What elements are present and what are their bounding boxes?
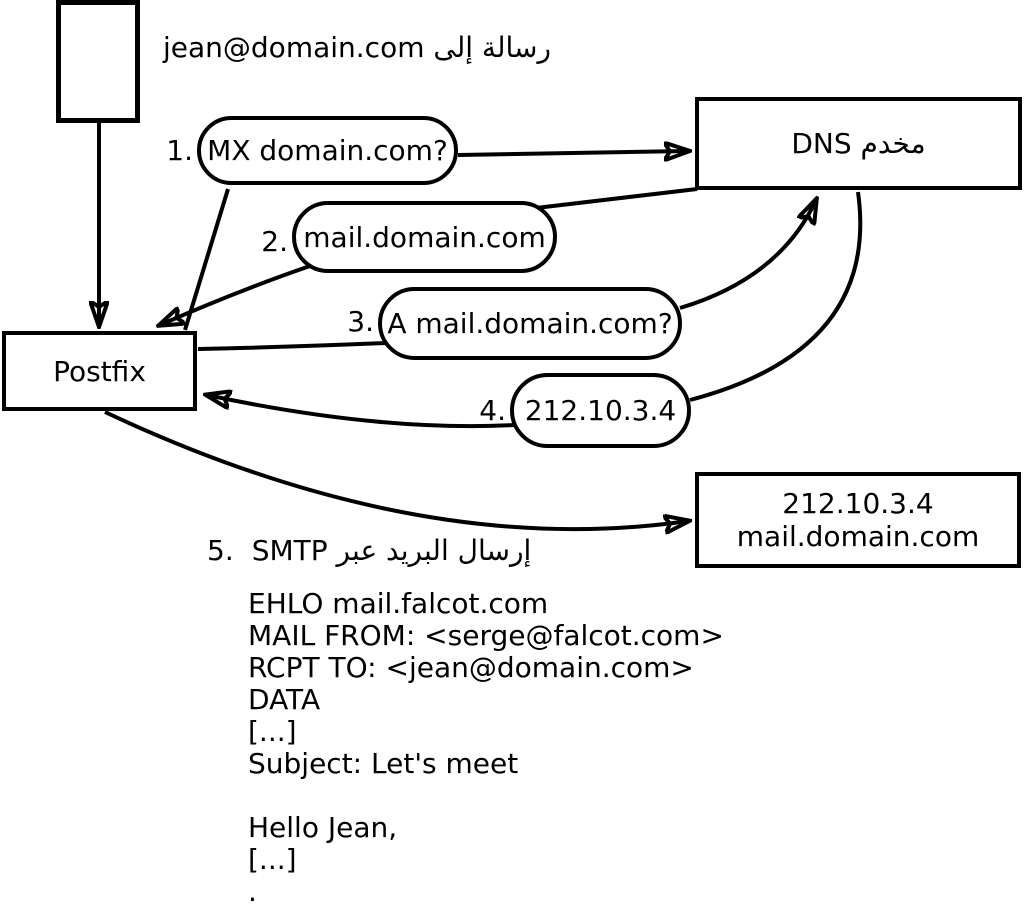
arrow-mx-query-to-dns [457, 151, 688, 155]
mail-server-hostname: mail.domain.com [736, 520, 980, 553]
mail-server-ip: 212.10.3.4 [782, 487, 934, 520]
smtp-line-rcpt-to: RCPT TO: <jean@domain.com> [248, 651, 694, 684]
step-3-a-query-pill: A mail.domain.com? [378, 287, 682, 360]
line-postfix-to-a-query [197, 341, 387, 351]
dns-server-node: مخدم DNS [695, 97, 1022, 190]
step-5-smtp-line: 5. إرسال البريد عبر SMTP [207, 535, 531, 567]
smtp-line-data: DATA [248, 683, 321, 716]
smtp-line-ellipsis-1: [...] [248, 715, 297, 748]
step-2-mx-answer-pill: mail.domain.com [292, 201, 557, 273]
smtp-line-mail-from: MAIL FROM: <serge@falcot.com> [248, 619, 724, 652]
arrow-a-answer-to-postfix [207, 395, 516, 429]
smtp-line-ehlo: EHLO mail.falcot.com [248, 587, 549, 620]
smtp-line-subject: Subject: Let's meet [248, 747, 519, 780]
arrow-mx-answer-to-postfix [160, 264, 311, 325]
dns-server-label: مخدم DNS [791, 127, 926, 160]
postfix-label: Postfix [53, 354, 146, 388]
step-2-label: mail.domain.com [303, 220, 546, 254]
postfix-node: Postfix [2, 331, 197, 411]
step-3-label: A mail.domain.com? [387, 307, 673, 340]
step-5-label: إرسال البريد عبر SMTP [251, 534, 532, 567]
smtp-session-transcript: EHLO mail.falcot.com MAIL FROM: <serge@f… [248, 588, 724, 908]
smtp-line-blank [248, 780, 724, 812]
step-4-a-answer-pill: 212.10.3.4 [510, 373, 691, 448]
arrow-postfix-smtp-to-mailserver [104, 410, 688, 529]
smtp-line-end-dot: . [248, 875, 257, 908]
step-4-number: 4. [479, 394, 506, 427]
smtp-line-ellipsis-2: [...] [248, 843, 297, 876]
line-dns-to-a-answer [689, 191, 863, 402]
step-1-mx-query-pill: MX domain.com? [197, 116, 458, 185]
smtp-line-hello: Hello Jean, [248, 811, 398, 844]
step-1-label: MX domain.com? [207, 134, 448, 167]
step-4-label: 212.10.3.4 [524, 394, 677, 427]
line-postfix-to-mx-query [183, 188, 230, 331]
line-dns-to-mx-answer [535, 187, 698, 210]
arrow-a-query-to-dns [679, 200, 816, 310]
message-envelope-box [56, 0, 140, 123]
step-1-number: 1. [166, 134, 193, 167]
step-2-number: 2. [261, 225, 288, 258]
message-to-label: رسالة إلى jean@domain.com [163, 31, 551, 64]
step-3-number: 3. [347, 305, 374, 338]
mail-server-node: 212.10.3.4 mail.domain.com [695, 472, 1021, 568]
step-5-number: 5. [207, 534, 234, 567]
